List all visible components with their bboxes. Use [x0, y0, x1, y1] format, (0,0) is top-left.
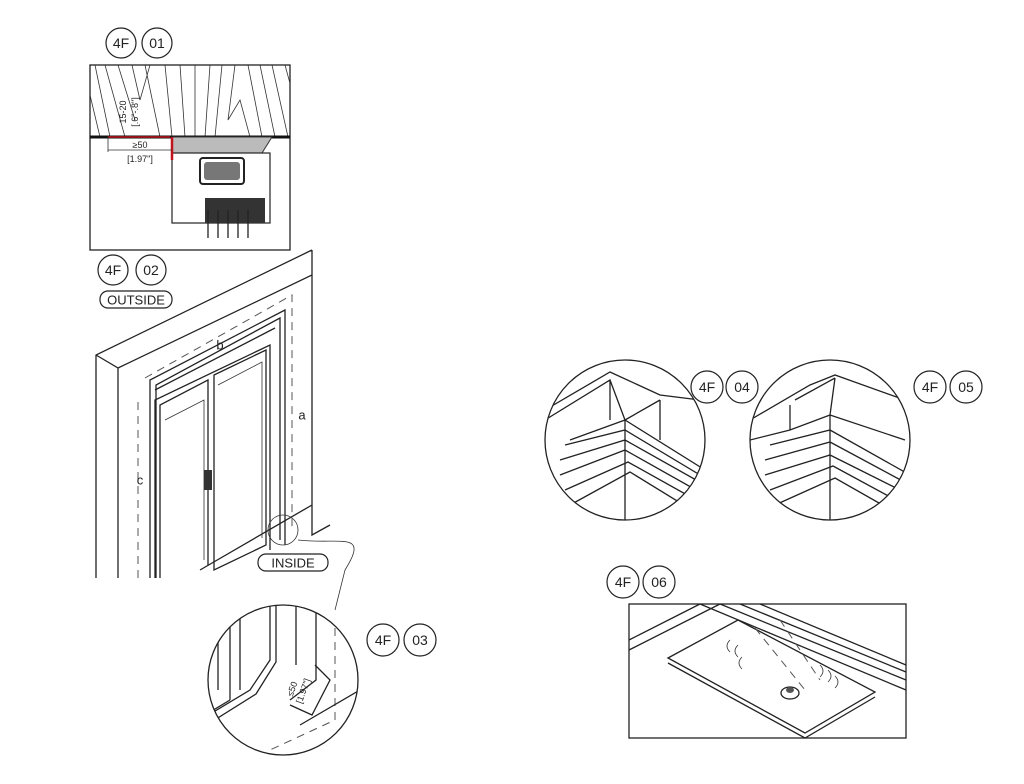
svg-text:4F: 4F: [699, 379, 715, 395]
svg-text:04: 04: [734, 379, 750, 395]
wood-grain: [90, 65, 290, 137]
detail-03: ≤50 [1.97"] 4F 03: [207, 604, 437, 756]
svg-text:06: 06: [651, 574, 667, 590]
svg-text:[1.97"]: [1.97"]: [294, 677, 312, 705]
svg-text:4F: 4F: [922, 379, 938, 395]
svg-text:4F: 4F: [113, 35, 129, 51]
svg-text:01: 01: [149, 35, 165, 51]
svg-text:05: 05: [958, 379, 974, 395]
svg-text:[1.97"]: [1.97"]: [127, 154, 153, 164]
svg-text:4F: 4F: [105, 262, 121, 278]
svg-text:≤50: ≤50: [285, 680, 300, 697]
svg-text:4F: 4F: [375, 632, 391, 648]
detail-frame: [89, 64, 291, 251]
svg-text:15-20: 15-20: [118, 100, 128, 123]
badge-4f-04: 4F 04: [690, 370, 759, 404]
detail-01: 4F 01 ≥50 [1.97"] 15-20 [.6"-.8"]: [89, 27, 291, 251]
detail-06: 4F 06: [606, 565, 907, 739]
badge-4f-06: 4F 06: [606, 565, 676, 599]
outside-label: OUTSIDE: [107, 293, 165, 308]
svg-text:a: a: [298, 408, 306, 423]
detail-04: 4F 04: [544, 359, 759, 521]
detail-02: 4F 02 OUTSIDE b a c INSIDE: [95, 249, 355, 611]
badge-4f-01: 4F 01: [105, 27, 173, 59]
svg-text:b: b: [216, 338, 223, 353]
svg-text:c: c: [137, 473, 144, 488]
svg-text:[.6"-.8"]: [.6"-.8"]: [130, 97, 140, 126]
badge-4f-03: 4F 03: [366, 623, 437, 657]
badge-4f-02: 4F 02: [97, 254, 167, 286]
svg-text:03: 03: [412, 632, 428, 648]
detail-05: 4F 05: [749, 359, 983, 521]
svg-text:4F: 4F: [615, 574, 631, 590]
svg-text:≥50: ≥50: [133, 140, 148, 150]
inside-label: INSIDE: [271, 556, 315, 571]
svg-text:02: 02: [143, 262, 159, 278]
badge-4f-05: 4F 05: [913, 370, 983, 404]
